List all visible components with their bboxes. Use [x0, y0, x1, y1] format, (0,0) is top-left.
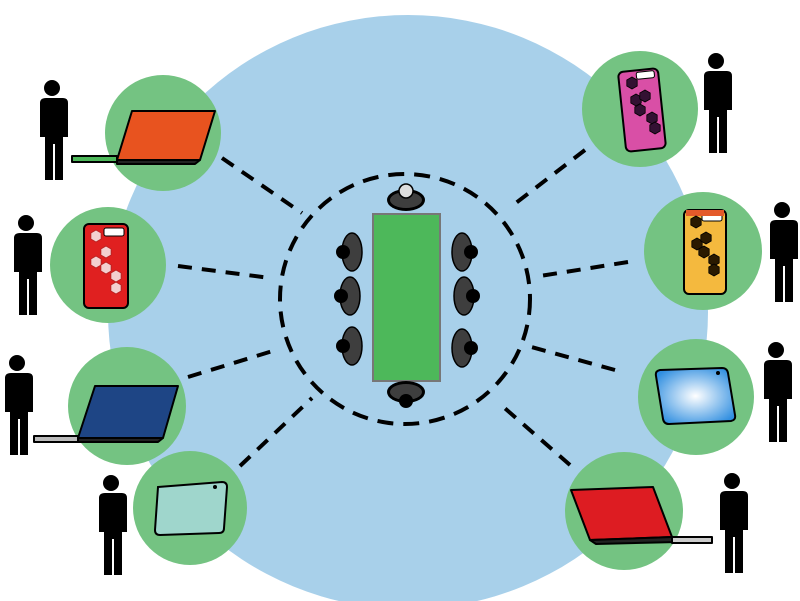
chair-top	[387, 183, 425, 211]
chair-left-1	[336, 232, 363, 272]
chair-bottom	[387, 381, 425, 408]
chair-right-1	[451, 232, 478, 272]
person-icon	[40, 80, 68, 180]
phone-pink-icon	[617, 67, 667, 153]
connection-lines	[177, 148, 629, 468]
link-laptop-red	[498, 402, 572, 467]
person-icon	[14, 215, 42, 315]
person-icon	[704, 53, 732, 153]
laptop-navy-icon	[33, 385, 179, 443]
chair-right-2	[453, 276, 480, 316]
meeting-table-group	[334, 183, 480, 408]
chair-right-3	[451, 328, 478, 368]
phone-red-icon	[83, 223, 129, 309]
meeting-table	[372, 213, 441, 382]
link-laptop-orange	[220, 156, 304, 215]
link-tablet-mint	[238, 396, 314, 468]
person-icon	[720, 473, 748, 573]
meeting-room-ring	[278, 172, 532, 426]
tablet-mint-icon	[153, 480, 229, 537]
phone-yellow-icon	[683, 209, 727, 295]
chair-left-2	[334, 276, 361, 316]
person-icon	[5, 355, 33, 455]
laptop-orange-icon	[71, 110, 216, 165]
person-icon	[99, 475, 127, 575]
person-icon	[764, 342, 792, 442]
chair-left-3	[336, 326, 363, 366]
link-laptop-navy	[187, 348, 277, 379]
link-tablet-blue	[523, 343, 616, 372]
link-phone-pink	[510, 148, 587, 208]
tablet-blue-icon	[654, 366, 737, 426]
link-phone-red	[177, 264, 271, 280]
link-phone-yellow	[539, 260, 629, 278]
person-icon	[770, 202, 798, 302]
laptop-red-icon	[570, 486, 713, 545]
